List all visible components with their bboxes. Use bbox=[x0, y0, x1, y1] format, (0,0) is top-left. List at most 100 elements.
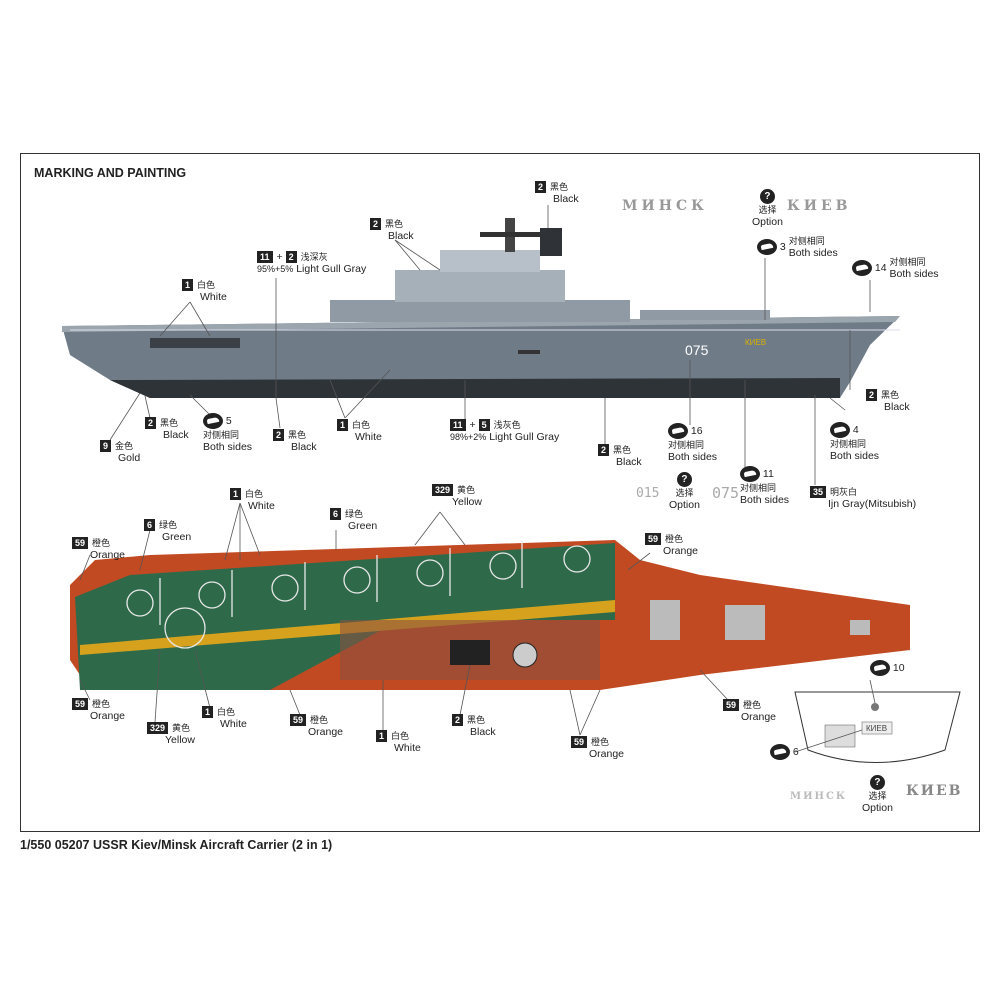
option-zh: 选择 bbox=[675, 488, 694, 498]
option-zh: 选择 bbox=[758, 205, 777, 215]
ship-top-view bbox=[70, 502, 910, 736]
color-en: Light Gull Gray bbox=[489, 431, 560, 443]
color-zh: 黑色 bbox=[467, 715, 486, 725]
color-zh: 黑色 bbox=[881, 390, 900, 400]
color-en: White bbox=[220, 718, 247, 730]
color-zh: 橙色 bbox=[310, 715, 329, 725]
decal-number: 10 bbox=[892, 661, 905, 674]
option-label-side: ? 选择 Option bbox=[752, 189, 783, 228]
name-kiev: КИЕВ bbox=[787, 198, 852, 214]
decal-zh: 对侧相同 bbox=[830, 439, 867, 449]
option-zh: 选择 bbox=[868, 791, 887, 801]
color-en: Light Gull Gray bbox=[296, 263, 367, 275]
color-number: 59 bbox=[290, 714, 307, 726]
color-number: 1 bbox=[337, 419, 349, 431]
color-en: Black bbox=[388, 230, 414, 242]
option-en: Option bbox=[752, 216, 783, 228]
decal-zh: 对侧相同 bbox=[788, 236, 825, 246]
name-minsk: МИНСК bbox=[622, 198, 708, 214]
color-zh: 橙色 bbox=[665, 534, 684, 544]
color-en: Orange bbox=[90, 549, 126, 561]
decal-number: 5 bbox=[225, 414, 232, 427]
color-en: Black bbox=[884, 401, 910, 413]
decal-zh: 对侧相同 bbox=[203, 430, 240, 440]
option-en: Option bbox=[862, 802, 893, 814]
top-deck-green bbox=[75, 543, 615, 690]
color-en: Orange bbox=[741, 711, 777, 723]
color-en: White bbox=[248, 500, 275, 512]
plus: + bbox=[469, 419, 476, 431]
decal-en: Both sides bbox=[830, 450, 880, 462]
decal-icon bbox=[852, 260, 872, 276]
color-en: Orange bbox=[589, 748, 625, 760]
mix-ratio: 95%+5% bbox=[257, 264, 294, 274]
color-zh: 黑色 bbox=[550, 182, 569, 192]
decal-en: Both sides bbox=[740, 494, 790, 506]
page-title: MARKING AND PAINTING bbox=[34, 166, 187, 180]
color-zh: 明灰白 bbox=[830, 487, 858, 497]
color-en: Black bbox=[616, 456, 642, 468]
color-en: Green bbox=[162, 531, 192, 543]
color-number: 2 bbox=[866, 389, 878, 401]
color-number: 1 bbox=[230, 488, 242, 500]
color-zh: 黑色 bbox=[160, 418, 179, 428]
hull-number-075: 075 bbox=[685, 342, 709, 358]
color-number: 1 bbox=[376, 730, 388, 742]
color-number: 6 bbox=[330, 508, 342, 520]
color-number: 59 bbox=[72, 537, 89, 549]
color-en: Orange bbox=[90, 710, 126, 722]
color-en: Yellow bbox=[165, 734, 195, 746]
kit-caption: 1/550 05207 USSR Kiev/Minsk Aircraft Car… bbox=[20, 838, 333, 852]
plus: + bbox=[276, 251, 283, 263]
decal-icon bbox=[770, 744, 790, 760]
decal-number: 16 bbox=[690, 424, 703, 437]
decal-icon bbox=[757, 239, 777, 255]
color-number: 59 bbox=[571, 736, 588, 748]
ship-side-view: 075 КИЕВ bbox=[62, 205, 900, 485]
color-number: 9 bbox=[100, 440, 112, 452]
color-number: 6 bbox=[144, 519, 156, 531]
color-en: White bbox=[200, 291, 227, 303]
color-zh: 橙色 bbox=[92, 538, 111, 548]
question-icon: ? bbox=[759, 189, 775, 204]
color-en: Black bbox=[470, 726, 496, 738]
decal-number: 3 bbox=[779, 240, 786, 253]
color-en: Ijn Gray(Mitsubish) bbox=[828, 498, 917, 510]
decal-callout-10: 10 bbox=[870, 660, 905, 676]
color-number: 329 bbox=[147, 722, 169, 734]
color-number: 2 bbox=[598, 444, 610, 456]
color-number: 2 bbox=[273, 429, 285, 441]
color-number: 59 bbox=[723, 699, 740, 711]
color-zh: 橙色 bbox=[92, 699, 111, 709]
side-island-base bbox=[330, 300, 630, 322]
side-boot-topping bbox=[110, 378, 840, 398]
stern-name: КИЕВ bbox=[866, 724, 888, 733]
color-zh: 金色 bbox=[115, 441, 134, 451]
